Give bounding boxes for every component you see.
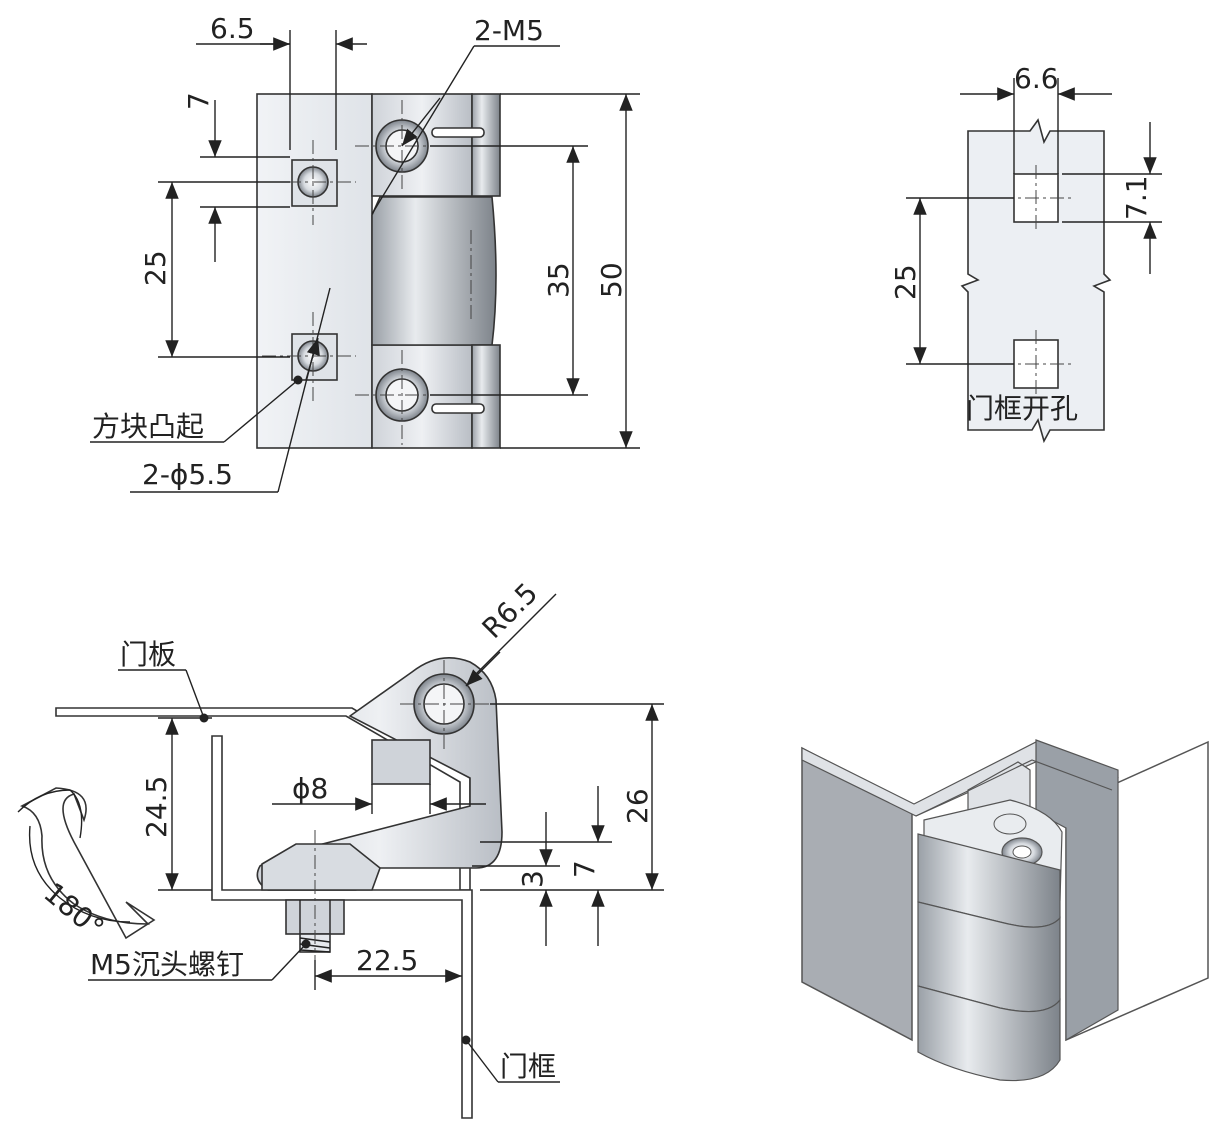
cutout-dim-7-1: 7.1: [1120, 175, 1153, 220]
front-view: 6.5 7 25 35 50 2-M5 方块凸起: [90, 12, 640, 493]
cutout-dim-6-6: 6.6: [1014, 62, 1059, 95]
dim-22-5: 22.5: [356, 944, 418, 977]
dim-35: 35: [542, 262, 575, 298]
dim-r6-5: R6.5: [476, 576, 545, 645]
callout-2-phi-5-5: 2-ϕ5.5: [142, 458, 233, 491]
cutout-view: 6.6 7.1 25 门框开孔: [889, 62, 1162, 444]
iso-view: [801, 739, 1209, 1082]
pin-slot-bottom: [431, 403, 485, 414]
clamp-plate: [261, 843, 381, 891]
cutout-label: 门框开孔: [966, 392, 1078, 425]
dim-7-side: 7: [568, 860, 601, 878]
lower-barrel: [471, 344, 501, 449]
pin-boss: [371, 739, 431, 785]
dim-7: 7: [182, 92, 215, 110]
frame-strip: [960, 118, 1112, 444]
square-boss-bottom: [291, 333, 338, 381]
dim-26: 26: [621, 788, 654, 824]
iso-barrel-bottom: [917, 985, 1061, 1082]
square-boss-top: [291, 159, 338, 207]
iso-door-panel: [801, 746, 913, 1042]
label-screw: M5沉头螺钉: [90, 948, 244, 981]
hinge-plate: [256, 93, 373, 449]
dim-phi-8: ϕ8: [292, 772, 328, 805]
dim-24-5: 24.5: [140, 776, 173, 838]
dim-6-5: 6.5: [210, 12, 255, 45]
label-door-panel: 门板: [120, 638, 176, 671]
side-view: R6.5 ϕ8 24.5 26 3 7 22.5: [17, 576, 664, 1119]
cutout-dim-25: 25: [889, 264, 922, 300]
callout-2-m5: 2-M5: [474, 14, 544, 47]
label-door-frame: 门框: [500, 1050, 556, 1083]
callout-square-boss: 方块凸起: [92, 410, 204, 443]
dim-50: 50: [595, 262, 628, 298]
pin-slot-top: [431, 127, 485, 138]
dim-25: 25: [139, 250, 172, 286]
dim-3: 3: [516, 870, 549, 888]
center-barrel: [371, 196, 497, 346]
upper-barrel: [471, 93, 501, 197]
